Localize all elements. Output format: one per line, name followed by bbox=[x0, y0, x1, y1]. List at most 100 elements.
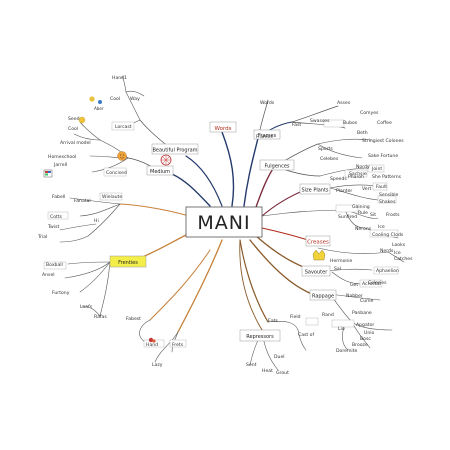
label-looks: Looks bbox=[392, 242, 406, 248]
label-get: Get bbox=[350, 282, 358, 288]
label-doremite: Doremite bbox=[336, 348, 358, 354]
yellow-cat-icon bbox=[312, 249, 326, 261]
label-comyes: Comyes bbox=[360, 110, 379, 116]
branch-fulgences: Fulgences bbox=[264, 164, 289, 170]
label-apgator: Apgator bbox=[356, 322, 374, 328]
label-homeschool: Homeschool bbox=[48, 154, 76, 160]
label-sit: Sit bbox=[370, 212, 376, 218]
words-box bbox=[209, 121, 237, 133]
label-hand1: Hand1 bbox=[112, 75, 127, 81]
label-celeries: Celeries bbox=[368, 280, 387, 286]
label-hand2: Hand bbox=[146, 342, 158, 348]
label-frames-top: Frames bbox=[256, 134, 273, 140]
label-stringiest-colones: Stringiest Colones bbox=[362, 138, 404, 144]
label-way: Way bbox=[130, 96, 140, 102]
label-grout: Grout bbox=[276, 370, 289, 376]
label-heat: Heat bbox=[262, 368, 273, 374]
label-aphaelion: Aphaelion bbox=[376, 268, 399, 274]
label-bubos: Bubos bbox=[343, 120, 358, 126]
label-fabell: Fabell bbox=[52, 194, 65, 200]
label-furtony: Furtony bbox=[52, 290, 70, 296]
label-cool: Cool bbox=[110, 96, 120, 102]
label-cast-of: Cast of bbox=[298, 332, 314, 338]
label-sports: Sports bbox=[318, 146, 333, 152]
label-loafs: Loafs bbox=[80, 304, 93, 310]
label-hermonie: Hermonie bbox=[330, 258, 353, 264]
label-lazy: Lazy bbox=[152, 362, 163, 368]
label-nerds: Nerds bbox=[380, 248, 394, 254]
label-coffee: Coffee bbox=[377, 120, 392, 126]
label-field: Field bbox=[290, 314, 301, 320]
label-lorcast: Lorcast bbox=[115, 124, 132, 130]
creases-box bbox=[305, 235, 331, 247]
label-sensible: Sensible bbox=[379, 192, 399, 198]
label-sent: Sent bbox=[246, 362, 257, 368]
frenties-box bbox=[109, 255, 147, 268]
label-she-patterns: She Patterns bbox=[372, 174, 402, 180]
yellow-dot-icon bbox=[89, 96, 95, 102]
label-fast: Fast bbox=[292, 122, 301, 128]
branch-creases: Creases bbox=[307, 240, 329, 246]
label-cotts: Cotts bbox=[50, 214, 63, 220]
label-joint: Joint bbox=[371, 166, 382, 172]
label-acrostat: Acrostat bbox=[362, 281, 381, 287]
label-arrival-model: Arrival model bbox=[60, 140, 91, 146]
beautiful-program-box bbox=[151, 143, 199, 155]
label-cooling-clods: Cooling Clods bbox=[372, 232, 404, 238]
branch-words: Words bbox=[214, 126, 231, 132]
repressors-box bbox=[239, 329, 281, 342]
label-ice2: Ice bbox=[394, 250, 401, 256]
branch-rappage: Rappage bbox=[312, 294, 334, 300]
label-cool2: Cool bbox=[68, 126, 78, 132]
label-brooze: Brooze bbox=[352, 342, 368, 348]
fulgences-box bbox=[259, 159, 295, 171]
branch-size-plants: Size Plants bbox=[301, 188, 328, 194]
medium-box bbox=[146, 165, 174, 176]
pie-chart-icon bbox=[160, 154, 172, 166]
label-speeds: Speeds bbox=[330, 176, 347, 182]
label-panbane: Panbane bbox=[352, 310, 372, 316]
center-node-box bbox=[185, 206, 263, 238]
label-catches: Catches bbox=[394, 256, 413, 262]
label-vert: Vert bbox=[362, 186, 372, 192]
label-trial: Trial bbox=[37, 234, 47, 240]
label-gaining: Gaining bbox=[352, 204, 370, 210]
label-pharoh: Pharoh bbox=[348, 174, 364, 180]
label-fanatal: Fanatal bbox=[74, 198, 91, 204]
branch-repressors: Repressors bbox=[246, 334, 274, 340]
savouter-box bbox=[301, 265, 331, 277]
label-ice: Ice bbox=[378, 224, 385, 230]
label-wielaute: Wielaute bbox=[102, 194, 122, 200]
label-nabber: Nabber bbox=[346, 293, 363, 299]
branch-medium: Medium bbox=[150, 169, 170, 175]
label-eats: Eats bbox=[268, 318, 279, 324]
sun-face-icon bbox=[78, 116, 86, 124]
branch-savouter: Savouter bbox=[305, 270, 328, 276]
label-words-top: Words bbox=[260, 100, 275, 106]
size-plants-box bbox=[299, 183, 331, 195]
label-rafas: Rafas bbox=[94, 314, 107, 320]
label-seed: Seed bbox=[68, 116, 80, 122]
label-curlie: Curlie bbox=[360, 298, 374, 304]
label-rule: Rule bbox=[358, 210, 368, 216]
label-twist: Twist bbox=[47, 224, 59, 230]
branch-beautiful-program: Beautiful Program bbox=[152, 148, 197, 154]
label-fabest: Fabest bbox=[126, 316, 141, 322]
label-frosts: Frosts bbox=[386, 212, 400, 218]
label-sal: Sal bbox=[334, 266, 341, 272]
frames-box bbox=[253, 129, 281, 140]
orange-smiley-icon bbox=[117, 151, 127, 161]
label-shakes: Shakes bbox=[379, 199, 396, 205]
label-nerons: Nerons bbox=[355, 226, 372, 232]
label-frets: Frets bbox=[172, 342, 184, 348]
blue-dot-icon bbox=[98, 100, 102, 104]
palette-icon bbox=[43, 169, 53, 178]
label-unio: Unio bbox=[364, 330, 375, 336]
leaf-boxes bbox=[43, 119, 399, 348]
label-rand: Rand bbox=[322, 312, 334, 318]
label-fault: Fault bbox=[376, 184, 387, 190]
label-boxball: Boxball bbox=[46, 262, 63, 268]
label-sake-fortune: Sake Fortune bbox=[368, 153, 398, 159]
label-ansel: Ansel bbox=[42, 272, 55, 278]
